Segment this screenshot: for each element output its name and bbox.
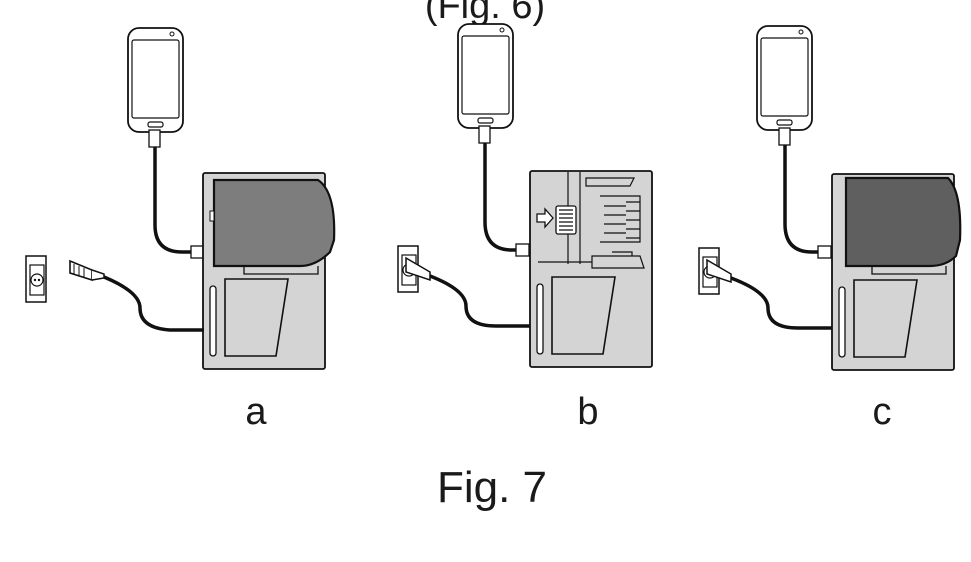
wall-socket-icon (25, 255, 47, 303)
smartphone-icon (127, 27, 184, 133)
battery-slot (538, 172, 645, 269)
smartphone-icon (756, 25, 813, 131)
battery-pack-icon (212, 178, 336, 268)
panel-b (397, 23, 653, 368)
panel-label-a: a (245, 391, 267, 433)
figure-caption: Fig. 7 (437, 463, 547, 512)
plug-icon (706, 258, 732, 284)
header-fragment: (Fig. 6) (425, 0, 545, 27)
battery-pack-icon (844, 176, 962, 268)
contact-terminals (555, 205, 577, 235)
panel-label-c: c (873, 391, 892, 433)
plug-icon (69, 260, 105, 281)
panel-label-b: b (577, 391, 598, 433)
insert-arrow-icon (536, 207, 554, 229)
charger-icon (529, 170, 653, 368)
plug-icon (405, 256, 431, 282)
panel-c (698, 25, 962, 371)
smartphone-icon (457, 23, 514, 129)
panel-a (25, 27, 336, 370)
